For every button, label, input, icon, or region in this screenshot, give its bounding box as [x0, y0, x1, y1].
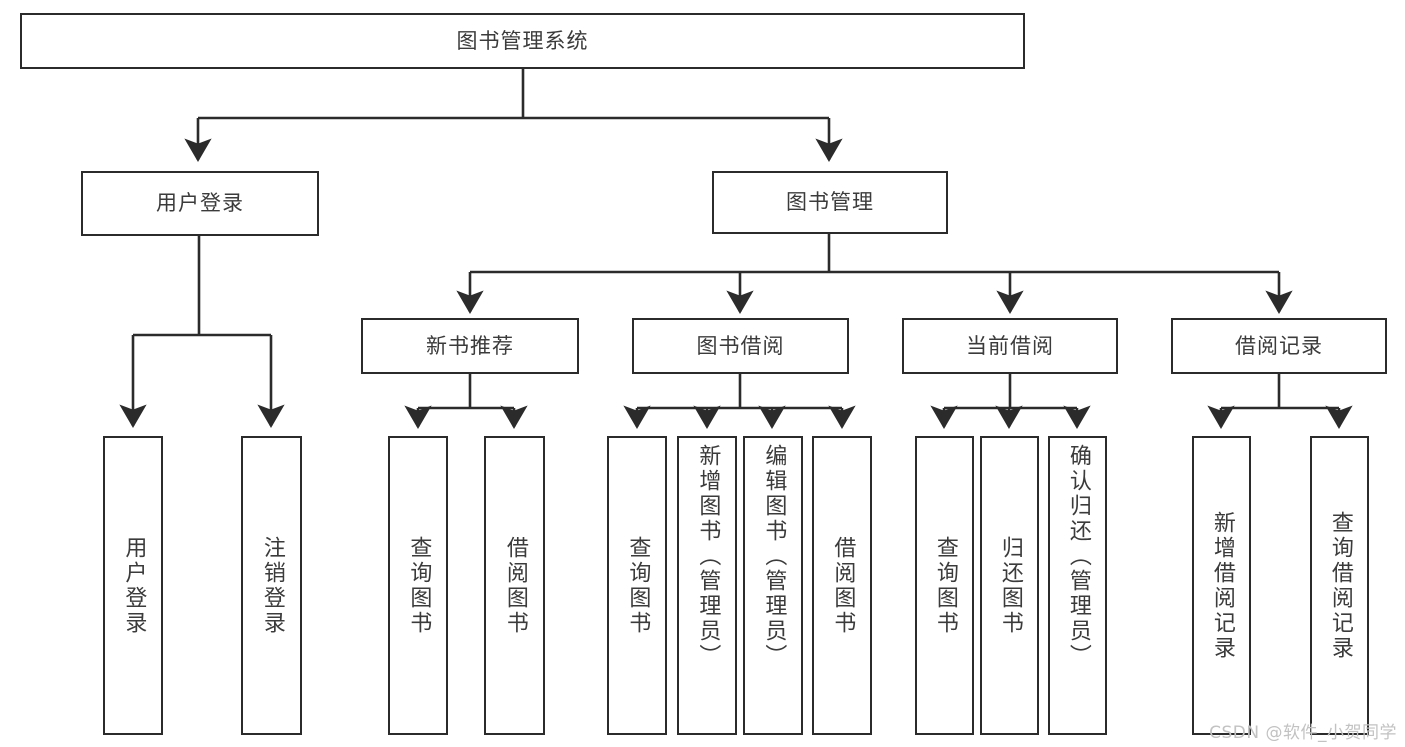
leaf-user-login-label: 用户登录	[121, 535, 147, 636]
node-user-login[interactable]: 用户登录	[81, 171, 319, 236]
watermark: CSDN @软件_小贺同学	[1209, 723, 1397, 743]
leaf-query-book-1-label: 查询图书	[406, 535, 432, 636]
leaf-query-book-1[interactable]: 查询图书	[388, 436, 448, 735]
leaf-query-record[interactable]: 查询借阅记录	[1310, 436, 1369, 735]
node-book-borrow-label: 图书借阅	[696, 333, 785, 358]
node-current-borrow[interactable]: 当前借阅	[902, 318, 1118, 374]
leaf-edit-book[interactable]: 编辑图书（管理员）	[743, 436, 803, 735]
leaf-query-book-3[interactable]: 查询图书	[915, 436, 974, 735]
leaf-confirm-return[interactable]: 确认归还（管理员）	[1048, 436, 1107, 735]
leaf-user-logout-label: 注销登录	[259, 535, 285, 636]
node-user-login-label: 用户登录	[156, 191, 244, 216]
leaf-add-record[interactable]: 新增借阅记录	[1192, 436, 1251, 735]
node-book-manage[interactable]: 图书管理	[712, 171, 948, 234]
leaf-return-book[interactable]: 归还图书	[980, 436, 1039, 735]
leaf-borrow-book-2[interactable]: 借阅图书	[812, 436, 872, 735]
leaf-query-book-2-label: 查询图书	[625, 535, 651, 636]
leaf-return-book-label: 归还图书	[997, 535, 1023, 636]
node-new-book-recommend[interactable]: 新书推荐	[361, 318, 579, 374]
node-borrow-record[interactable]: 借阅记录	[1171, 318, 1387, 374]
leaf-user-login[interactable]: 用户登录	[103, 436, 163, 735]
node-borrow-record-label: 借阅记录	[1235, 333, 1323, 358]
node-root[interactable]: 图书管理系统	[20, 13, 1025, 69]
leaf-query-book-3-label: 查询图书	[932, 535, 958, 636]
leaf-user-logout[interactable]: 注销登录	[241, 436, 302, 735]
leaf-borrow-book-1-label: 借阅图书	[502, 535, 528, 636]
leaf-borrow-book-1[interactable]: 借阅图书	[484, 436, 545, 735]
node-root-label: 图书管理系统	[456, 28, 589, 53]
leaf-query-book-2[interactable]: 查询图书	[607, 436, 667, 735]
node-book-borrow[interactable]: 图书借阅	[632, 318, 849, 374]
leaf-add-book[interactable]: 新增图书（管理员）	[677, 436, 737, 735]
node-book-manage-label: 图书管理	[786, 190, 874, 215]
leaf-query-record-label: 查询借阅记录	[1327, 510, 1353, 661]
leaf-add-book-label: 新增图书（管理员）	[695, 444, 721, 669]
leaf-edit-book-label: 编辑图书（管理员）	[761, 444, 787, 669]
leaf-add-record-label: 新增借阅记录	[1209, 510, 1235, 661]
node-current-borrow-label: 当前借阅	[966, 333, 1054, 358]
leaf-borrow-book-2-label: 借阅图书	[830, 535, 856, 636]
leaf-confirm-return-label: 确认归还（管理员）	[1065, 444, 1091, 669]
node-new-book-recommend-label: 新书推荐	[426, 333, 514, 358]
